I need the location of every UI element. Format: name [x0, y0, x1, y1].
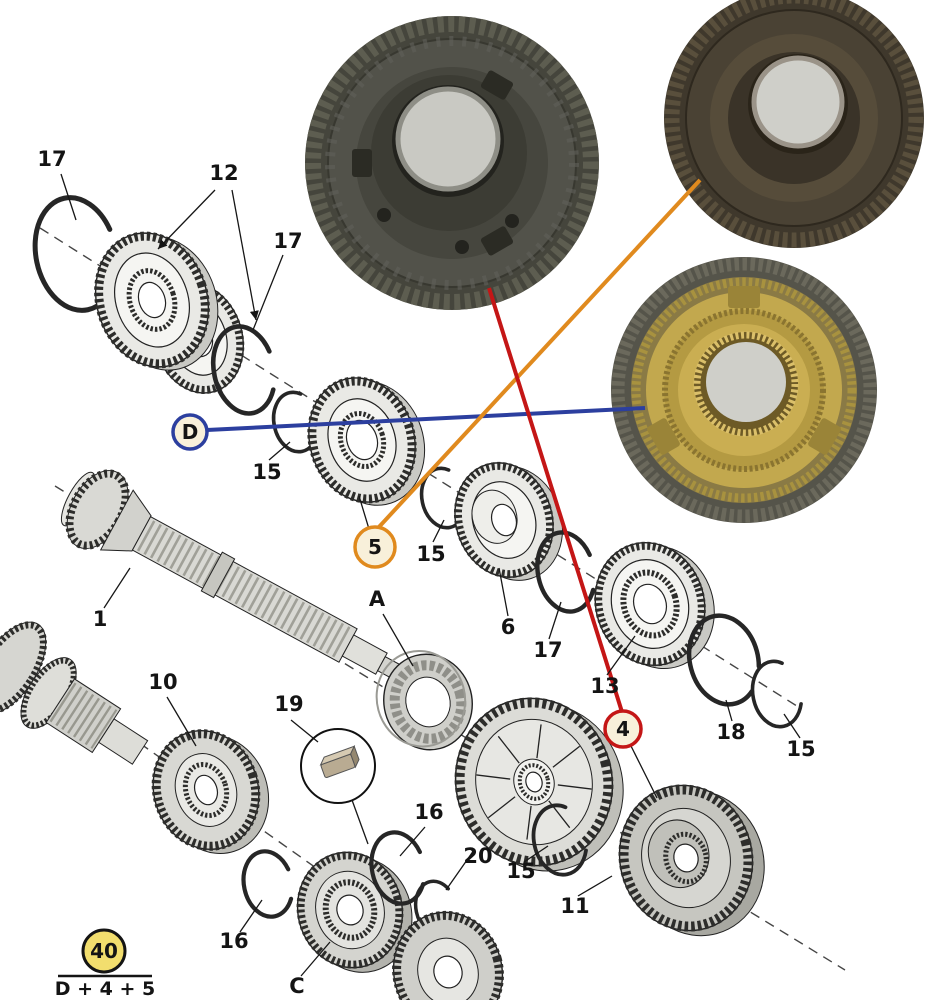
- gear-12: [94, 231, 219, 371]
- label-15-fourth: 15: [506, 859, 535, 883]
- synchro-assembly-c: [296, 851, 413, 973]
- label-15-first: 15: [252, 460, 281, 484]
- callout-4: 4: [603, 709, 643, 749]
- callout-5: 5: [353, 525, 397, 569]
- callout-4-leader: [630, 745, 658, 799]
- circlip-16-left: [241, 849, 295, 919]
- label-18: 18: [716, 720, 745, 744]
- circlip-17-third: [535, 530, 597, 614]
- callout-5-circle: [353, 525, 397, 569]
- synchro-hub-13: [594, 541, 715, 670]
- spring-washer-15-third: [750, 659, 804, 729]
- callout-line-orange: [376, 178, 702, 530]
- key-19-detail: [300, 728, 376, 845]
- countershaft-cluster: [0, 621, 149, 765]
- callout-4-number: 4: [616, 717, 630, 741]
- label-19: 19: [274, 692, 303, 716]
- callout-line-blue: [206, 406, 646, 432]
- leader-lines: [60, 173, 801, 977]
- label-6: 6: [501, 615, 516, 639]
- gear-6: [453, 461, 564, 581]
- circlip-17-top-left: [32, 195, 120, 313]
- ring-18: [686, 613, 762, 707]
- label-11: 11: [560, 894, 589, 918]
- photo-gear-brass-synchro: [611, 257, 877, 523]
- spring-washer-15-fourth: [531, 803, 589, 877]
- label-13: 13: [590, 674, 619, 698]
- legend-formula: D + 4 + 5: [55, 978, 156, 1000]
- label-20: 20: [463, 844, 492, 868]
- spoked-gear: [454, 697, 624, 872]
- label-c: C: [289, 974, 304, 998]
- photo-gear-top-right: [664, 0, 924, 248]
- label-a: A: [369, 587, 386, 611]
- callout-5-leader: [358, 495, 370, 530]
- label-16-left: 16: [219, 929, 248, 953]
- circlip-17-second: [210, 324, 278, 416]
- legend-40-number: 40: [90, 939, 118, 963]
- bearing-a: [375, 649, 473, 751]
- spring-washer-15-second: [419, 466, 469, 530]
- gear-bottom: [392, 910, 504, 1000]
- gear-10: [151, 729, 270, 854]
- legend-40-circle: [81, 928, 127, 974]
- label-1: 1: [93, 607, 108, 631]
- label-15-second: 15: [416, 542, 445, 566]
- callout-d: D: [171, 413, 209, 451]
- label-16-right: 16: [414, 800, 443, 824]
- legend-40: 40 D + 4 + 5: [55, 928, 156, 1000]
- callout-d-letter: D: [182, 420, 199, 444]
- callout-4-circle: [603, 709, 643, 749]
- label-15-third: 15: [786, 737, 815, 761]
- callout-5-number: 5: [368, 535, 382, 559]
- label-17-top-left: 17: [37, 147, 66, 171]
- label-10: 10: [148, 670, 177, 694]
- label-17-third: 17: [533, 638, 562, 662]
- callout-line-red: [487, 287, 624, 713]
- photo-gear-top-center: [305, 16, 599, 310]
- gear-11: [618, 784, 765, 937]
- callout-d-circle: [171, 413, 209, 451]
- label-12: 12: [209, 161, 238, 185]
- label-17-second: 17: [273, 229, 302, 253]
- gear-5-drawing: [307, 376, 426, 506]
- circlip-16-right: [369, 830, 427, 906]
